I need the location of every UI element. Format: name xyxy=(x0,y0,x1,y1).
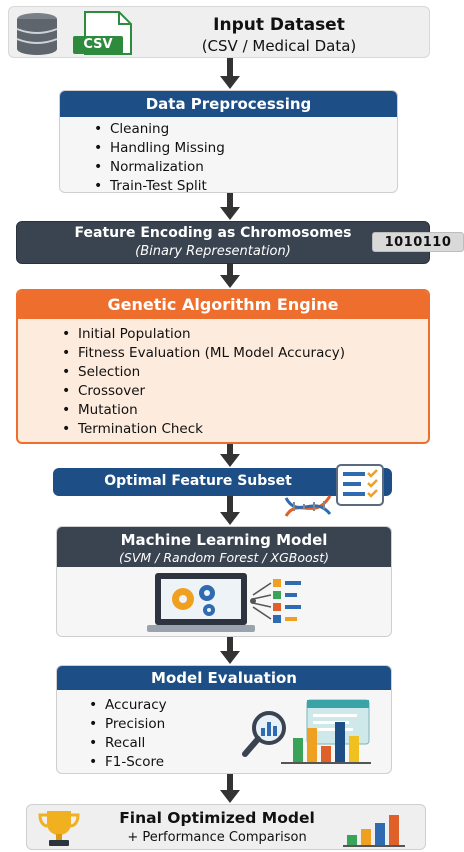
list-item: F1-Score xyxy=(83,753,167,772)
model-evaluation-box: Model Evaluation Accuracy Precision Reca… xyxy=(56,665,392,774)
list-item: Handling Missing xyxy=(88,139,225,158)
flow-arrow-2 xyxy=(220,193,240,220)
ml-title: Machine Learning Model xyxy=(120,531,328,549)
list-item: Accuracy xyxy=(83,696,167,715)
list-item: Recall xyxy=(83,734,167,753)
flow-arrow-7 xyxy=(220,774,240,803)
input-subtitle: (CSV / Medical Data) xyxy=(201,37,357,55)
list-item: Normalization xyxy=(88,158,225,177)
csv-file-icon: CSV xyxy=(67,10,135,60)
ga-title: Genetic Algorithm Engine xyxy=(18,291,428,319)
flow-arrow-4 xyxy=(220,444,240,467)
laptop-gears-icon xyxy=(145,571,315,636)
ml-header xyxy=(57,527,391,567)
genetic-algorithm-box: Genetic Algorithm Engine Initial Populat… xyxy=(16,289,430,444)
optimal-subset-box: Optimal Feature Subset xyxy=(53,468,392,496)
final-title: Final Optimized Model xyxy=(119,809,315,827)
encoding-title: Feature Encoding as Chromosomes xyxy=(74,225,352,241)
trophy-icon xyxy=(37,809,81,851)
list-item: Precision xyxy=(83,715,167,734)
input-dataset-box: CSV Input Dataset (CSV / Medical Data) xyxy=(8,6,430,58)
preprocessing-title: Data Preprocessing xyxy=(60,91,397,117)
flow-arrow-6 xyxy=(220,637,240,664)
input-title: Input Dataset xyxy=(213,15,345,35)
list-item: Crossover xyxy=(56,382,345,401)
final-subtitle: + Performance Comparison xyxy=(127,830,307,845)
final-model-box: Final Optimized Model + Performance Comp… xyxy=(26,804,426,850)
list-item: Initial Population xyxy=(56,325,345,344)
ga-list: Initial Population Fitness Evaluation (M… xyxy=(56,325,345,439)
dna-icon xyxy=(284,492,332,524)
flow-arrow-3 xyxy=(220,264,240,288)
csv-label: CSV xyxy=(73,36,123,54)
ml-subtitle: (SVM / Random Forest / XGBoost) xyxy=(119,550,329,565)
database-icon xyxy=(15,11,79,61)
ml-model-box: Machine Learning Model (SVM / Random For… xyxy=(56,526,392,637)
flow-arrow-1 xyxy=(220,58,240,89)
encoding-subtitle: (Binary Representation) xyxy=(135,244,291,259)
list-item: Termination Check xyxy=(56,420,345,439)
analytics-chart-icon xyxy=(241,698,381,770)
binary-chromosome-badge: 1010110 xyxy=(372,232,464,252)
list-item: Cleaning xyxy=(88,120,225,139)
list-item: Train-Test Split xyxy=(88,177,225,192)
evaluation-list: Accuracy Precision Recall F1-Score xyxy=(83,696,167,772)
list-item: Mutation xyxy=(56,401,345,420)
subset-title: Optimal Feature Subset xyxy=(104,473,292,489)
list-item: Selection xyxy=(56,363,345,382)
evaluation-title: Model Evaluation xyxy=(57,666,391,690)
feature-encoding-box: Feature Encoding as Chromosomes (Binary … xyxy=(16,221,430,264)
data-preprocessing-box: Data Preprocessing Cleaning Handling Mis… xyxy=(59,90,398,193)
checklist-icon xyxy=(335,463,385,511)
preprocessing-list: Cleaning Handling Missing Normalization … xyxy=(88,120,225,192)
list-item: Fitness Evaluation (ML Model Accuracy) xyxy=(56,344,345,363)
flow-arrow-5 xyxy=(220,496,240,525)
bar-chart-icon xyxy=(343,811,415,851)
